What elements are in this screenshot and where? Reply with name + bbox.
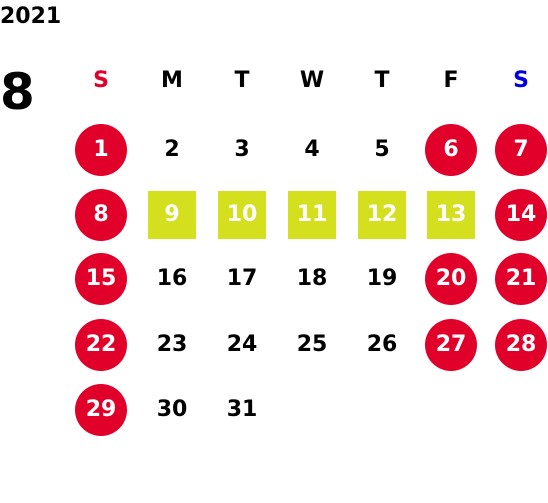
day-cell-23: 23: [156, 332, 188, 357]
day-cell-17: 17: [226, 266, 258, 291]
day-cell-6: 6: [425, 124, 477, 176]
day-cell-25: 25: [296, 332, 328, 357]
weekday-label-1: M: [161, 68, 183, 93]
day-cell-19: 19: [366, 266, 398, 291]
day-cell-9: 9: [148, 191, 196, 239]
day-cell-28: 28: [495, 319, 547, 371]
day-cell-13: 13: [427, 191, 475, 239]
weekday-label-3: W: [299, 68, 325, 93]
day-cell-22: 22: [75, 319, 127, 371]
day-cell-15: 15: [75, 253, 127, 305]
day-cell-12: 12: [358, 191, 406, 239]
day-cell-29: 29: [75, 384, 127, 436]
weekday-label-2: T: [234, 68, 250, 93]
day-cell-27: 27: [425, 319, 477, 371]
day-cell-26: 26: [366, 332, 398, 357]
weekday-label-4: T: [374, 68, 390, 93]
day-cell-24: 24: [226, 332, 258, 357]
weekday-label-6: S: [513, 68, 529, 93]
day-cell-7: 7: [495, 124, 547, 176]
day-cell-8: 8: [75, 189, 127, 241]
day-cell-21: 21: [495, 253, 547, 305]
day-cell-2: 2: [164, 137, 180, 162]
weekday-label-5: F: [443, 68, 459, 93]
day-cell-11: 11: [288, 191, 336, 239]
day-cell-4: 4: [304, 137, 320, 162]
day-cell-5: 5: [374, 137, 390, 162]
day-cell-10: 10: [218, 191, 266, 239]
calendar-month: 8: [0, 63, 35, 121]
day-cell-31: 31: [226, 397, 258, 422]
day-cell-3: 3: [234, 137, 250, 162]
day-cell-20: 20: [425, 253, 477, 305]
calendar-year: 2021: [0, 4, 62, 29]
weekday-label-0: S: [93, 68, 109, 93]
day-cell-18: 18: [296, 266, 328, 291]
day-cell-14: 14: [495, 189, 547, 241]
day-cell-30: 30: [156, 397, 188, 422]
day-cell-1: 1: [75, 124, 127, 176]
day-cell-16: 16: [156, 266, 188, 291]
